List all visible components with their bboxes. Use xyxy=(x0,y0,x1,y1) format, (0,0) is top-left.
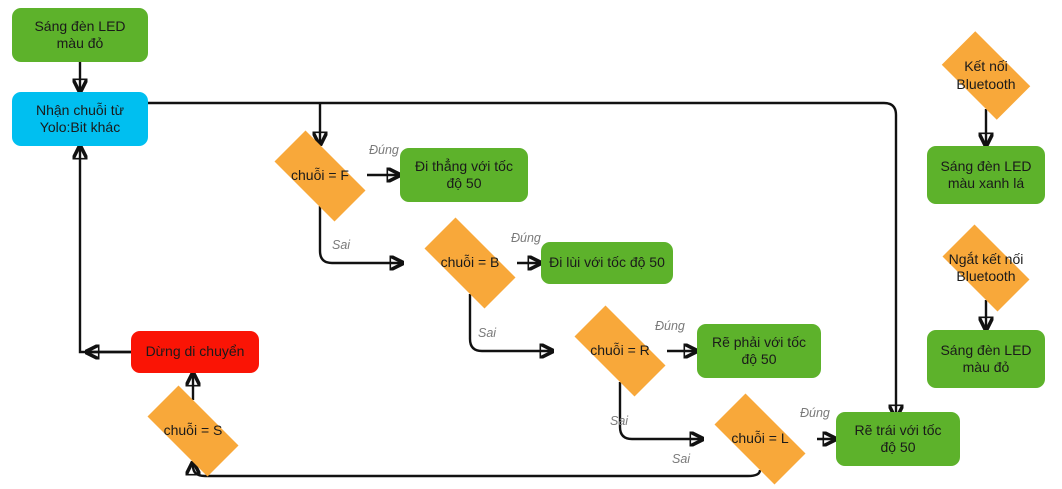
node-decision-l-label: chuỗi = L xyxy=(731,430,789,447)
node-decision-r-label: chuỗi = R xyxy=(590,342,650,359)
node-receive-string[interactable]: Nhận chuỗi từ Yolo:Bit khác xyxy=(12,92,148,146)
node-decision-r[interactable]: chuỗi = R xyxy=(560,305,680,397)
node-bt-connect-action-label: Sáng đèn LED màu xanh lá xyxy=(940,157,1032,192)
node-start-led-red-label: Sáng đèn LED màu đỏ xyxy=(34,17,126,52)
node-action-forward-label: Đi thẳng với tốc độ 50 xyxy=(415,157,513,192)
node-decision-b[interactable]: chuỗi = B xyxy=(410,217,530,309)
node-action-right-label: Rẽ phải với tốc độ 50 xyxy=(711,333,806,368)
edge-label-l-true: Đúng xyxy=(800,406,830,420)
edge-label-r-false: Sai xyxy=(610,414,629,428)
node-bt-connect-action[interactable]: Sáng đèn LED màu xanh lá xyxy=(927,146,1045,204)
node-bt-disconnect-action-label: Sáng đèn LED màu đỏ xyxy=(940,341,1032,376)
edge-label-b-false: Sai xyxy=(478,326,497,340)
node-bt-connect[interactable]: Kết nối Bluetooth xyxy=(931,31,1041,120)
node-action-forward[interactable]: Đi thẳng với tốc độ 50 xyxy=(400,148,528,202)
node-start-led-red[interactable]: Sáng đèn LED màu đỏ xyxy=(12,8,148,62)
link-f-false-to-b xyxy=(318,206,403,263)
node-bt-disconnect[interactable]: Ngắt kết nối Bluetooth xyxy=(931,224,1041,312)
link-l-false-to-s xyxy=(193,462,762,478)
edge-label-b-true: Đúng xyxy=(511,231,541,245)
link-receive-to-rail xyxy=(147,101,896,418)
node-bt-connect-label: Kết nối Bluetooth xyxy=(956,58,1016,92)
edge-label-r-true: Đúng xyxy=(655,319,685,333)
edge-label-l-false: Sai xyxy=(672,452,691,466)
node-decision-s[interactable]: chuỗi = S xyxy=(133,385,253,477)
node-action-left-label: Rẽ trái với tốc độ 50 xyxy=(854,421,942,456)
node-decision-f[interactable]: chuỗi = F xyxy=(260,130,380,222)
node-action-stop[interactable]: Dừng di chuyển xyxy=(131,331,259,373)
node-action-right[interactable]: Rẽ phải với tốc độ 50 xyxy=(697,324,821,378)
node-decision-l[interactable]: chuỗi = L xyxy=(700,393,820,485)
edge-label-f-false: Sai xyxy=(332,238,351,252)
node-action-backward[interactable]: Đi lùi với tốc độ 50 xyxy=(541,242,673,284)
link-b-false-to-r xyxy=(468,294,553,351)
node-action-left[interactable]: Rẽ trái với tốc độ 50 xyxy=(836,412,960,466)
link-stop-to-receive xyxy=(80,146,131,354)
node-decision-s-label: chuỗi = S xyxy=(163,422,223,439)
link-r-false-to-l xyxy=(618,382,703,439)
edge-label-f-true: Đúng xyxy=(369,143,399,157)
node-action-backward-label: Đi lùi với tốc độ 50 xyxy=(549,254,665,271)
node-decision-b-label: chuỗi = B xyxy=(440,254,500,271)
node-bt-disconnect-label: Ngắt kết nối Bluetooth xyxy=(948,250,1024,285)
node-receive-string-label: Nhận chuỗi từ Yolo:Bit khác xyxy=(36,101,124,136)
node-action-stop-label: Dừng di chuyển xyxy=(145,343,245,360)
node-bt-disconnect-action[interactable]: Sáng đèn LED màu đỏ xyxy=(927,330,1045,388)
node-decision-f-label: chuỗi = F xyxy=(291,167,349,184)
